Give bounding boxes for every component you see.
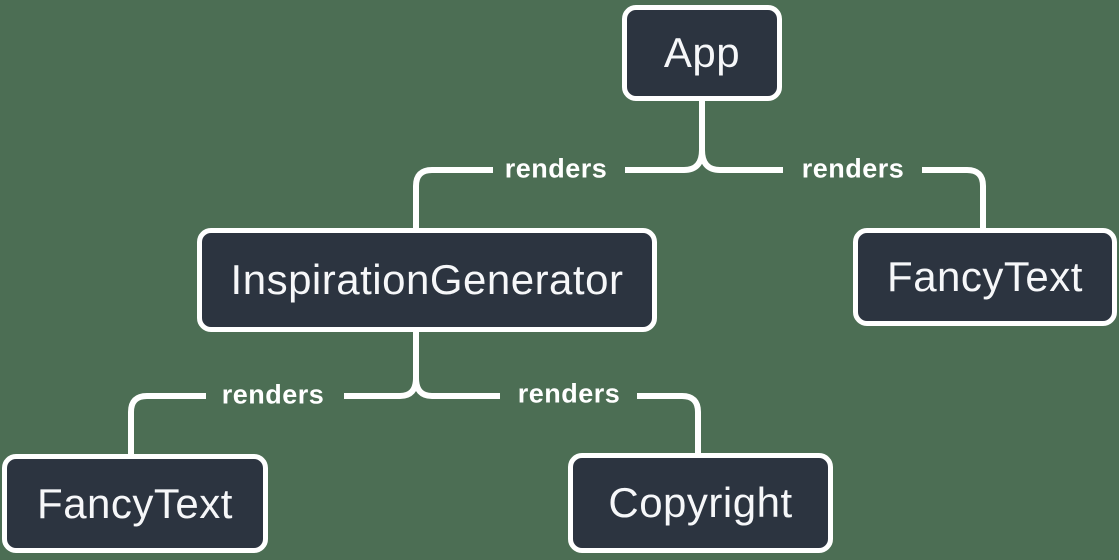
- edge-app-inspirationgenerator-line: [413, 167, 493, 228]
- edge-app-fancytext-line: [922, 167, 986, 228]
- node-fancy-text-bottom: FancyText: [2, 454, 268, 553]
- edge-label-app-fancytext: renders: [801, 153, 905, 184]
- node-copyright-label: Copyright: [608, 479, 793, 526]
- edge-label-app-inspirationgenerator: renders: [504, 153, 608, 184]
- node-fancy-text-top: FancyText: [853, 228, 1117, 326]
- edge-inspirationgenerator-copyright-line: [637, 393, 701, 453]
- edge-label-inspirationgenerator-fancytext: renders: [221, 379, 325, 410]
- edge-app-fork-line: [625, 100, 783, 173]
- node-fancy-text-bottom-label: FancyText: [37, 479, 233, 527]
- node-app: App: [622, 5, 782, 101]
- node-inspiration-generator: InspirationGenerator: [197, 228, 657, 332]
- node-app-label: App: [663, 29, 741, 76]
- edge-inspirationgenerator-fork-line: [344, 332, 500, 399]
- edge-label-inspirationgenerator-copyright: renders: [517, 378, 621, 409]
- edge-inspirationgenerator-fancytext-line: [128, 393, 206, 454]
- node-fancy-text-top-label: FancyText: [887, 253, 1083, 300]
- node-inspiration-generator-label: InspirationGenerator: [230, 256, 624, 303]
- node-copyright: Copyright: [568, 453, 833, 553]
